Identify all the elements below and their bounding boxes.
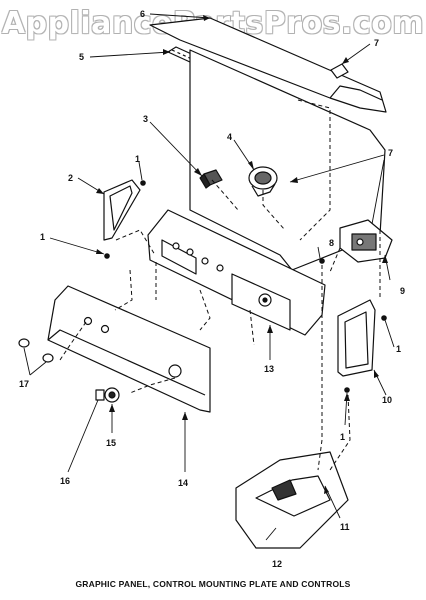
callout-11: 11 (340, 522, 350, 532)
callout-5: 5 (79, 52, 84, 62)
diagram-caption: GRAPHIC PANEL, CONTROL MOUNTING PLATE AN… (75, 579, 351, 589)
knob-15 (104, 387, 120, 403)
callout-numbers: 6 7 5 3 4 7 1 2 1 8 9 1 13 17 10 1 15 16… (19, 9, 405, 569)
console-top-cover (149, 17, 387, 113)
assembly-lines (59, 99, 381, 471)
callout-12: 12 (272, 559, 282, 569)
callout-1-left: 1 (40, 232, 45, 242)
button-17a (18, 338, 30, 348)
callout-1-right: 1 (396, 344, 401, 354)
arrowheads (96, 15, 388, 494)
callout-17: 17 (19, 379, 29, 389)
callout-1-upper-left: 1 (135, 154, 140, 164)
callout-2: 2 (68, 173, 73, 183)
callout-15: 15 (106, 438, 116, 448)
button-17b (42, 353, 54, 363)
callout-7-right: 7 (388, 148, 393, 158)
callout-9: 9 (400, 286, 405, 296)
callout-8: 8 (329, 238, 334, 248)
cabinet-top (235, 451, 349, 549)
selector-switch (199, 169, 223, 189)
left-end-cap (103, 179, 141, 241)
callout-3: 3 (143, 114, 148, 124)
screw-1d (344, 387, 350, 393)
end-clip (330, 63, 349, 79)
callout-16: 16 (60, 476, 70, 486)
control-module (339, 219, 393, 263)
callout-1-lower: 1 (340, 432, 345, 442)
button-16 (95, 389, 105, 401)
timer-control (248, 166, 278, 197)
screw-1b (104, 253, 110, 259)
callout-6: 6 (140, 9, 145, 19)
callout-4: 4 (227, 132, 232, 142)
screw-1a (140, 180, 146, 186)
callout-14: 14 (178, 478, 188, 488)
screw-1c (381, 315, 387, 321)
graphic-panel (47, 285, 211, 413)
callout-10: 10 (382, 395, 392, 405)
console-back-panel (189, 49, 386, 271)
screw-8 (319, 258, 325, 264)
right-end-cap (337, 299, 376, 377)
callout-7-top: 7 (374, 38, 379, 48)
callout-13: 13 (264, 364, 274, 374)
